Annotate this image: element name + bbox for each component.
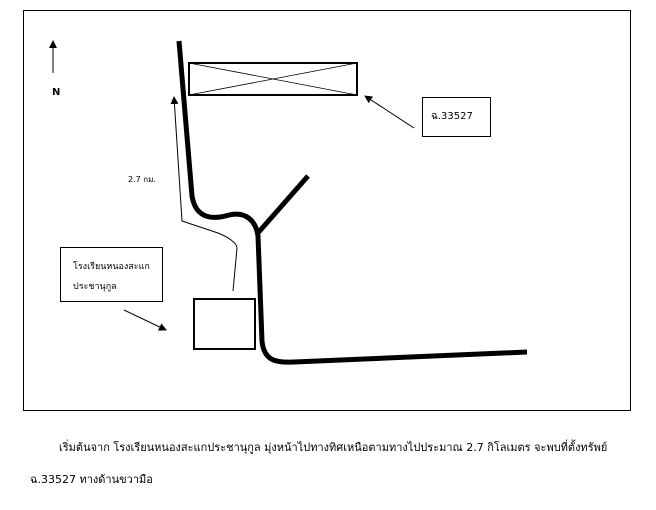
north-label: N: [52, 87, 61, 98]
school-building: [193, 298, 256, 350]
deed-pointer-arrow: [364, 95, 415, 129]
route-path-arrow: [170, 96, 238, 292]
deed-label-box: ฉ.33527: [422, 97, 491, 137]
school-label-line1: โรงเรียนหนองสะแก: [73, 262, 150, 272]
route-description: เริ่มต้นจาก โรงเรียนหนองสะแกประชานุกูล ม…: [30, 432, 640, 496]
route-map-drawing: [49, 40, 528, 365]
main-road: [176, 40, 528, 365]
school-pointer-arrow: [123, 309, 167, 331]
distance-label: 2.7 กม.: [128, 175, 156, 184]
map-frame: N 2.7 กม. ฉ.33527 โรงเรียนหนองสะแก ประชา…: [23, 10, 631, 411]
school-label-line2: ประชานุกูล: [73, 282, 117, 292]
route-description-text: เริ่มต้นจาก โรงเรียนหนองสะแกประชานุกูล ม…: [30, 441, 608, 486]
deed-label: ฉ.33527: [431, 111, 473, 122]
school-label-box: โรงเรียนหนองสะแก ประชานุกูล: [60, 247, 163, 302]
property-parcel: [188, 62, 358, 96]
branch-road: [255, 174, 310, 236]
